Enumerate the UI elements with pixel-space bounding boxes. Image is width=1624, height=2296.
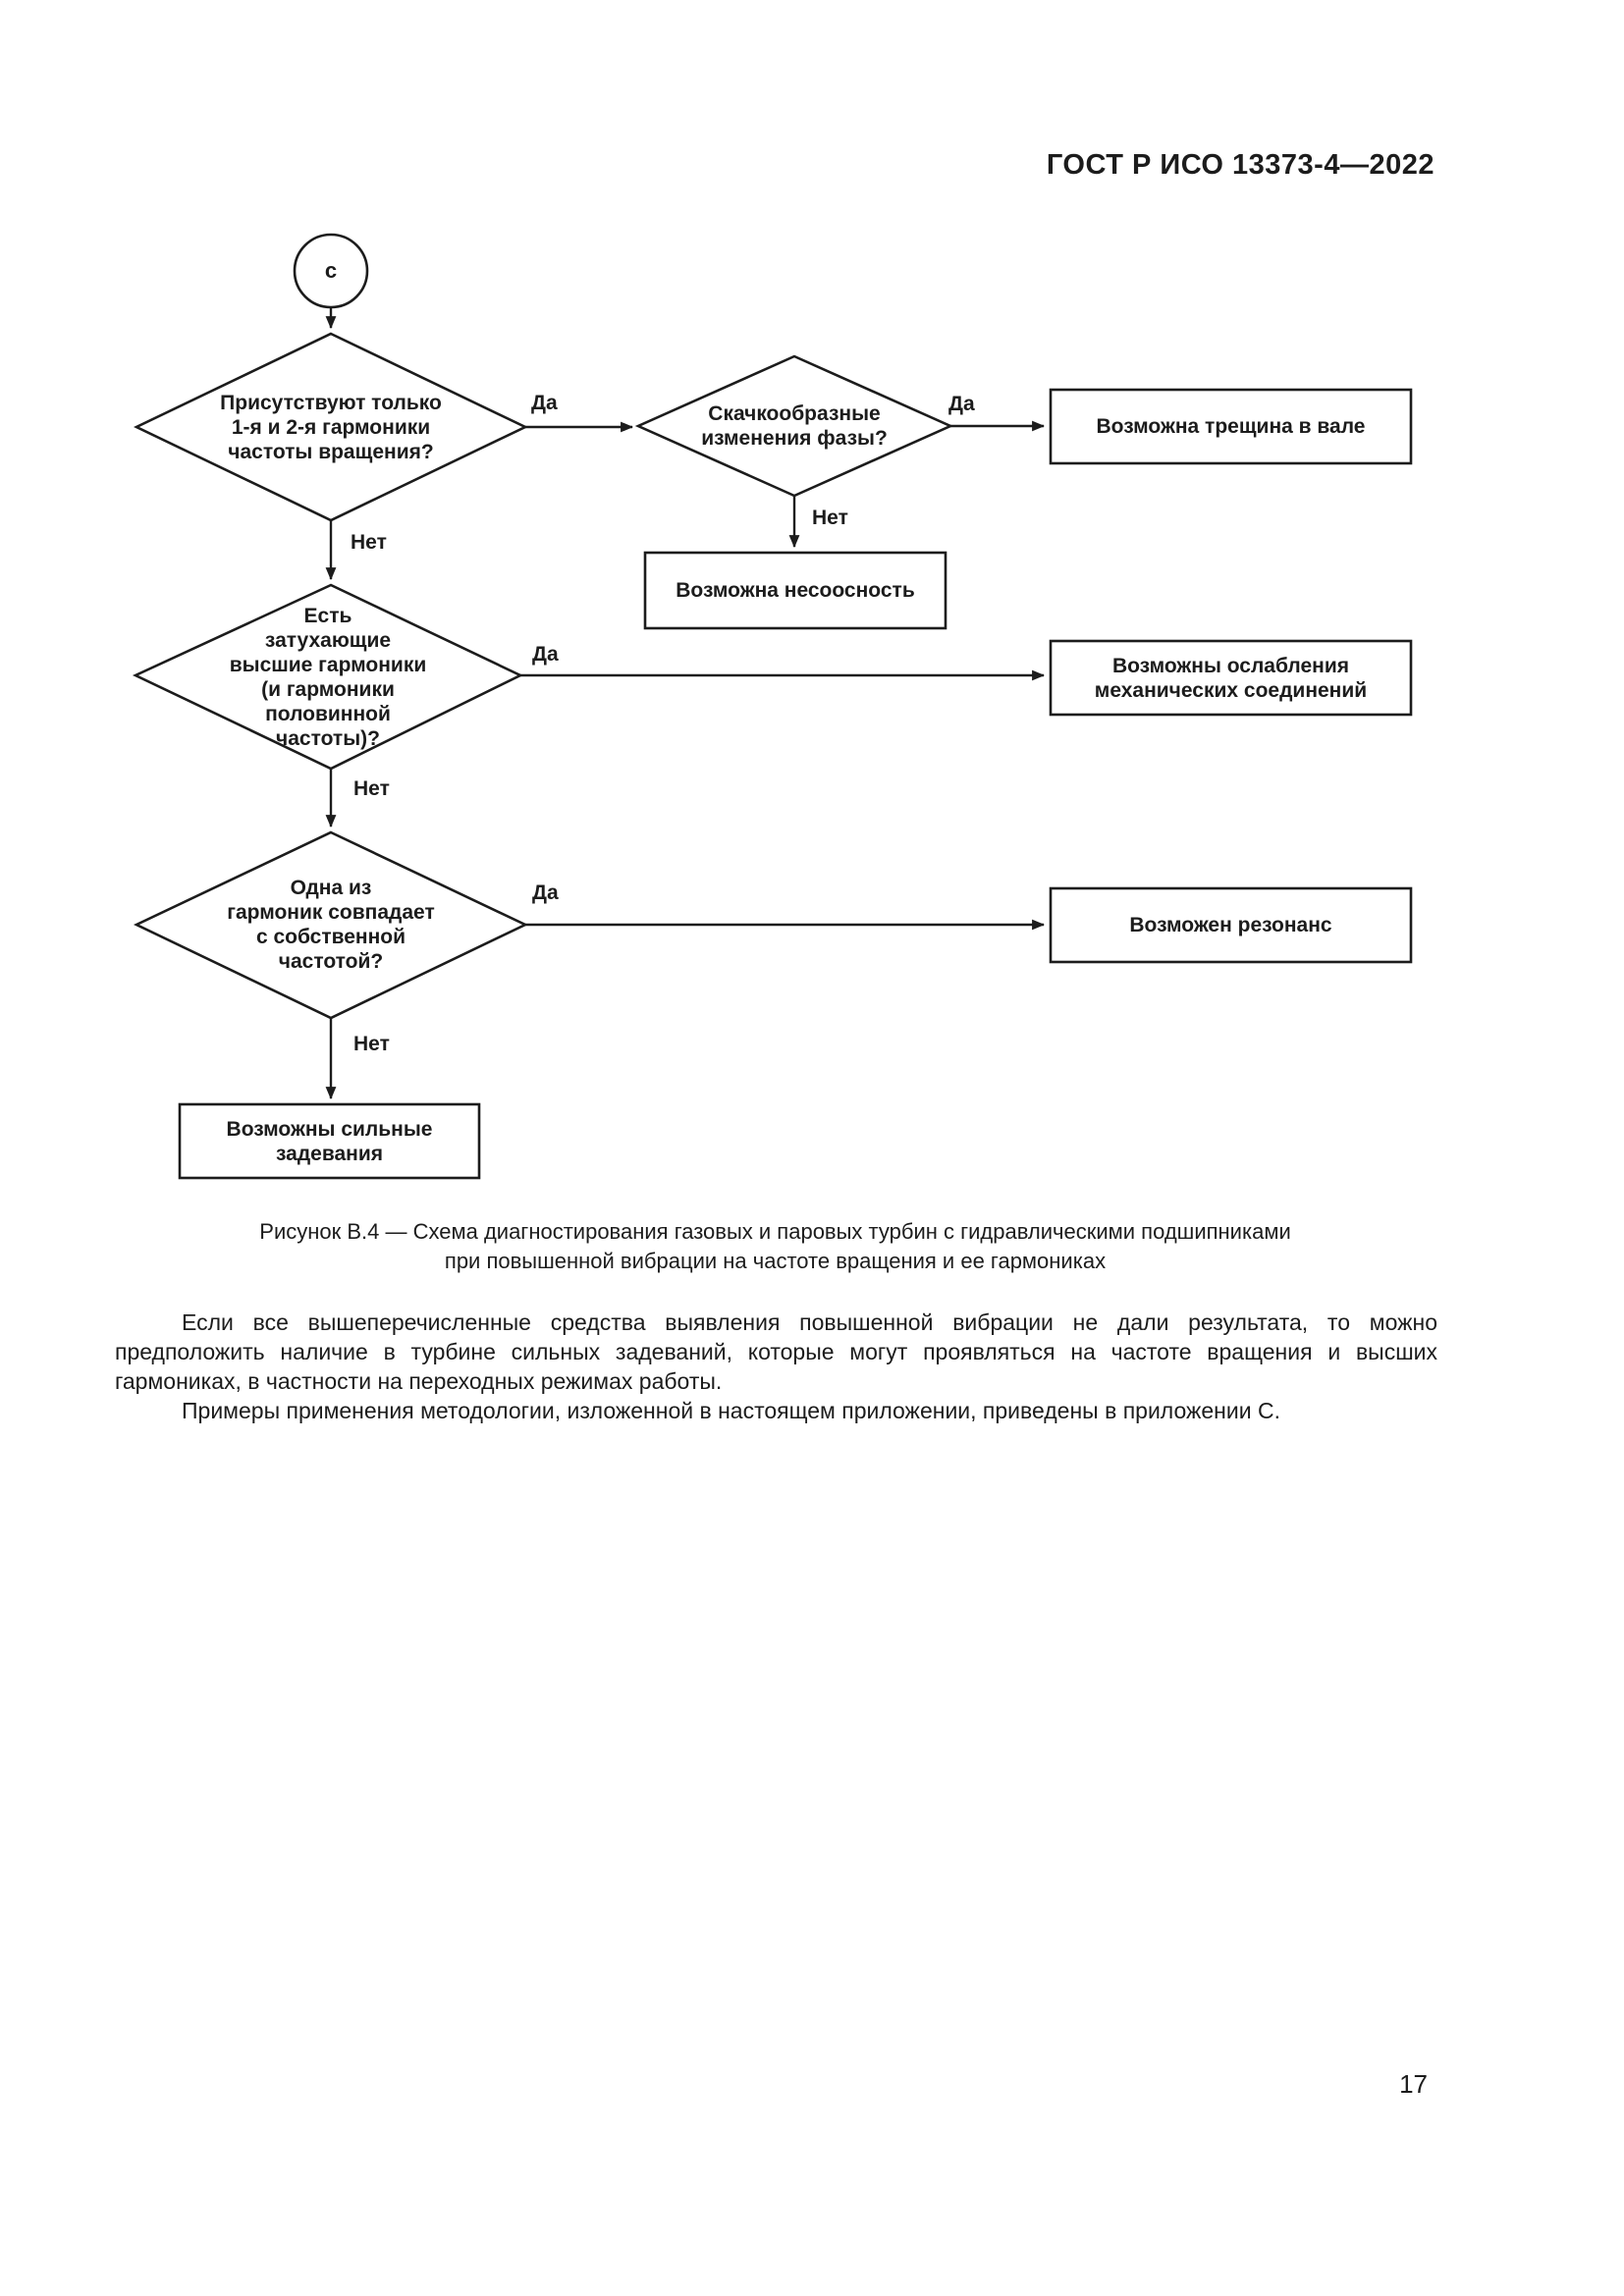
label-no-decision2: Нет — [812, 507, 848, 529]
flowchart-diagram — [132, 233, 1413, 1180]
connector-label: с — [324, 258, 338, 283]
outcome-rubbing-box — [178, 1102, 481, 1180]
figure-caption: Рисунок В.4 — Схема диагностирования газ… — [259, 1219, 1291, 1273]
outcome-misalignment-box — [643, 551, 947, 630]
decision-damped-harmonics-text: Есть затухающие высшие гармоники (и гарм… — [229, 604, 427, 750]
label-yes-decision1: Да — [531, 392, 558, 414]
outcome-shaft-crack-text: Возможна трещина в вале — [1096, 415, 1366, 438]
outcome-loose-joints-text: Возможны ослабления механических соедине… — [1094, 654, 1368, 702]
decision-phase-text: Скачкообразные изменения фазы? — [701, 402, 888, 450]
outcome-resonance-box — [1049, 886, 1413, 964]
body-paragraphs: Если все вышеперечисленные средства выяв… — [115, 1308, 1437, 1425]
paragraph-examples: Примеры применения методологии, изложенн… — [182, 1398, 1280, 1423]
page-number: 17 — [1399, 2069, 1428, 2099]
document-title: ГОСТ Р ИСО 13373-4—2022 — [1046, 149, 1435, 181]
outcome-loose-joints-box — [1049, 639, 1413, 717]
label-yes-decision4: Да — [532, 881, 559, 904]
decision-natural-frequency-text: Одна из гармоник совпадает с собственной… — [227, 877, 435, 973]
outcome-shaft-crack-box — [1049, 388, 1413, 465]
decision-harmonics-text: Присутствуют только 1-я и 2-я гармоники … — [220, 391, 442, 463]
outcome-misalignment-text: Возможна несоосность — [676, 579, 915, 602]
label-no-decision3: Нет — [353, 777, 390, 800]
label-no-decision4: Нет — [353, 1033, 390, 1055]
paragraph-conclusion: Если все вышеперечисленные средства выяв… — [115, 1309, 1437, 1394]
label-yes-decision3: Да — [532, 643, 559, 666]
outcome-rubbing-text: Возможны сильные задевания — [226, 1117, 433, 1165]
label-yes-decision2: Да — [948, 393, 975, 415]
outcome-resonance-text: Возможен резонанс — [1129, 914, 1332, 936]
label-no-decision1: Нет — [351, 531, 387, 554]
